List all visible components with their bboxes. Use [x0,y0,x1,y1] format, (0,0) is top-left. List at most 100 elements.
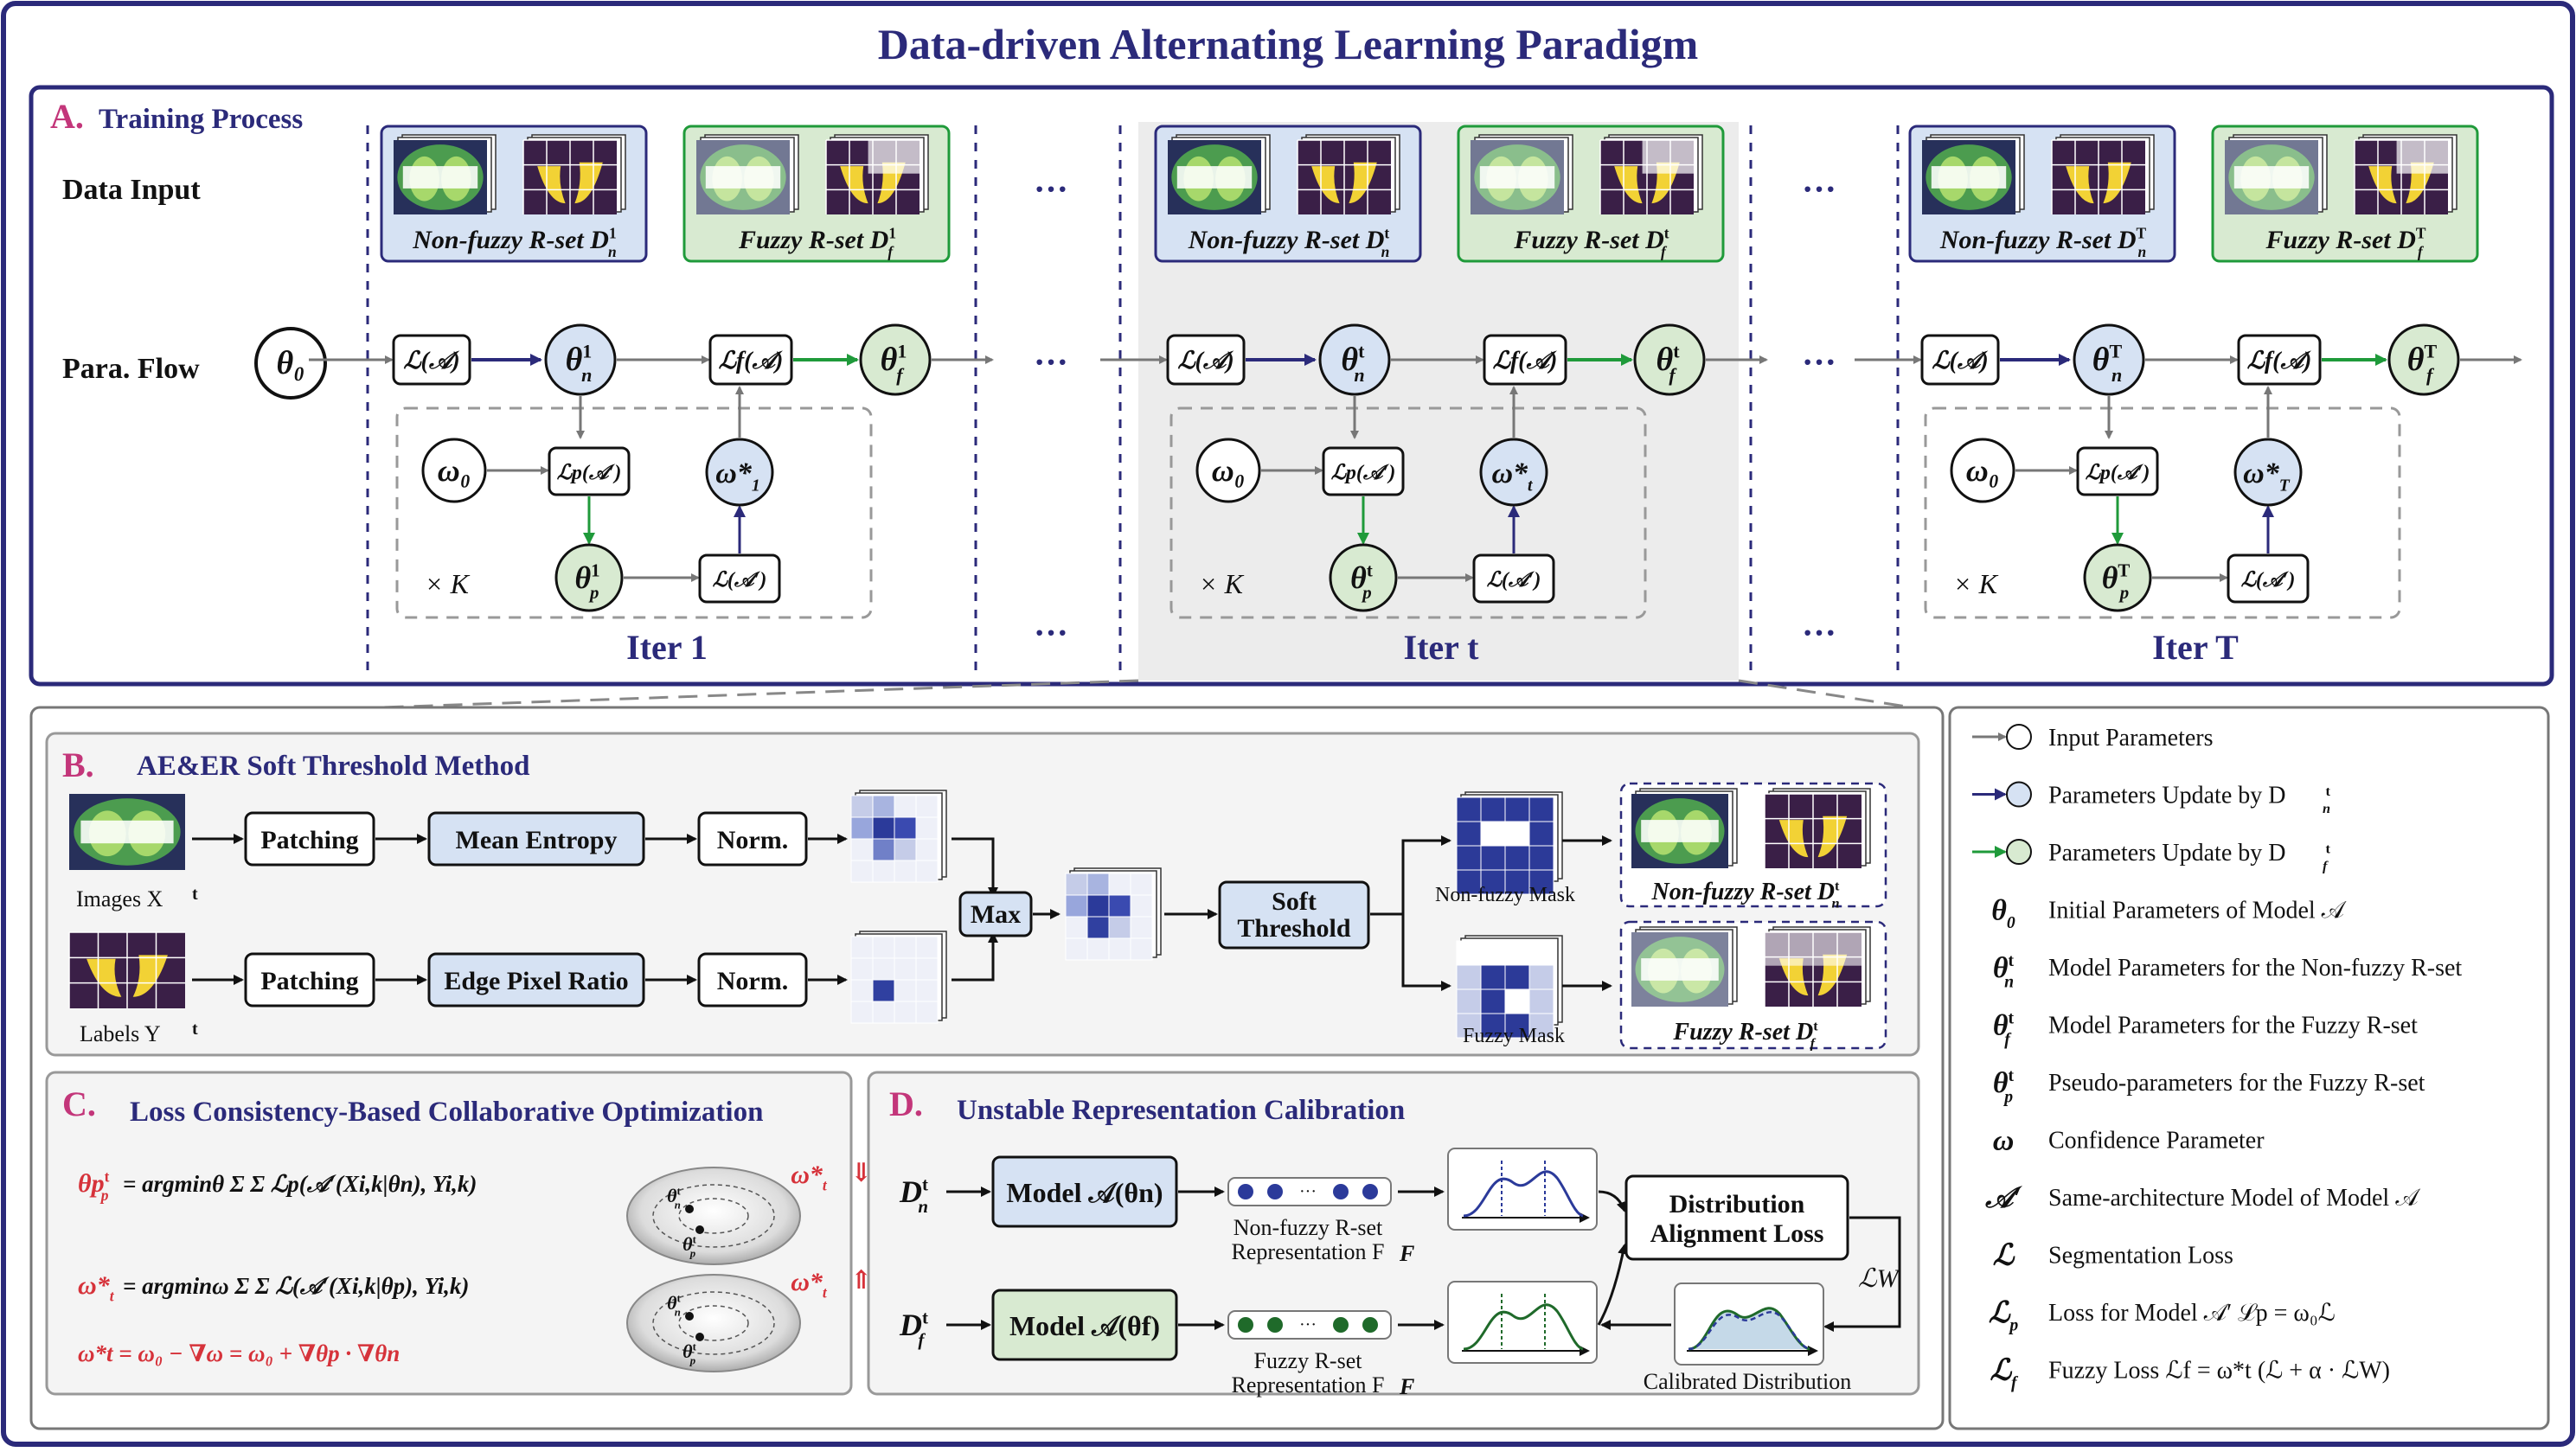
legend-text-2: Parameters Update by D [2048,840,2285,867]
theta0-text: θ₀ [277,345,305,381]
images-label: Images X [76,886,163,911]
dal-text-1: Distribution [1669,1190,1805,1219]
landscape-omega: ω*t [791,1161,828,1193]
fuzzy-veil [1471,140,1564,214]
f-rset-ct [1631,932,1728,1007]
nf-mask-grid [1456,796,1554,895]
omega0-text: ω₀ [438,453,471,488]
legend-text-10: Loss for Model 𝒜′ ℒp = ω₀ℒ [2048,1300,2336,1327]
iter-label: Iter t [1404,628,1480,667]
calibrated-label: Calibrated Distribution [1644,1369,1851,1394]
theta-n-point [685,1312,694,1321]
labels-label: Labels Y [80,1021,161,1046]
ct-image-fuzzy [1471,140,1564,214]
grid-cell [1504,845,1530,871]
f-rset-label-stack [1764,926,1871,1007]
grid-cell [850,816,874,840]
arrow-to-max-bottom [952,932,998,982]
grid-cell [1480,940,1506,966]
rep-label-1-n: Non-fuzzy R-set [1234,1215,1383,1240]
landscape-contour-1 [652,1291,775,1355]
grid-cell [915,860,939,883]
omega0-text: ω₀ [1212,453,1246,488]
dal-text-2: Alignment Loss [1650,1219,1824,1248]
grid-cell [1528,1013,1554,1039]
grid-cell [1086,916,1110,939]
iter-label: Iter T [2152,628,2239,667]
model-box-f [991,1289,1178,1361]
norm-text-1: Norm. [717,967,788,995]
omega-star-text: ω*t [1491,457,1533,496]
grid-cell [872,1001,895,1024]
ct-image-fuzzy [2225,140,2318,214]
input-ct-image [69,794,185,870]
ellipsis-6: ··· [1802,613,1836,652]
arrow-to-f-mask [1401,914,1451,991]
rep-box-n [1227,1177,1392,1206]
rep-dot-0 [1238,1184,1253,1199]
nonfuzzy-label-stack [522,134,626,214]
nf-rset-ct [1631,794,1728,868]
panel-b-title: AE&ER Soft Threshold Method [137,751,529,782]
loss-prime-box [698,553,781,604]
max-grid [1065,873,1153,961]
soft-threshold-box [1218,880,1370,950]
arrow-f-to-dal [1597,1244,1628,1326]
metric-text-1: Edge Pixel Ratio [444,967,628,995]
legend-frame [1948,706,2550,1430]
ct-mask [1641,820,1719,842]
grid-cell [1456,796,1482,822]
legend-symbol-11: ℒf [1990,1355,2019,1393]
fuzzy-veil [1631,932,1728,1007]
rep-label-F-f: F [1399,1374,1414,1399]
arrow-nf-to-dal [1598,1190,1627,1212]
grid-cell [915,838,939,861]
grid-cell [850,936,874,959]
f-mask-stack [1456,935,1563,1039]
k-loop-box [395,406,873,619]
rep-dot-2 [1333,1184,1349,1199]
grid-cell [1086,937,1110,961]
theta-p-node [2083,543,2152,612]
grid-cell [1480,964,1506,990]
grid-cell [872,795,895,818]
lw-label: ℒW [1858,1264,1901,1293]
fuzzy-ct-stack [1471,134,1573,214]
grid-cell [894,1001,917,1024]
norm-stack-0 [850,790,947,883]
arrow-dal-to-calibrated [1823,1216,1901,1332]
grid-cell [915,816,939,840]
rep-label-F-n: F [1399,1241,1414,1266]
omega0-node [1950,438,2015,503]
max-text: Max [971,900,1021,929]
f-mask-label: Fuzzy Mask [1463,1025,1565,1047]
grid-cell [1108,916,1131,939]
label-lung-r [2103,162,2131,204]
grid-cell [1528,869,1554,895]
rep-dot-2 [1333,1317,1349,1333]
omega-star-text: ω*T [2243,457,2291,496]
patching-text-0: Patching [260,826,358,854]
norm-stack-1 [850,931,947,1024]
grid-cell [1480,1013,1506,1039]
metric-text-0: Mean Entropy [456,826,618,854]
ct-image [394,140,487,214]
loss-pseudo-box [548,446,631,496]
grid-cell [850,957,874,981]
rep-dot-1 [1267,1184,1283,1199]
legend-text-11: Fuzzy Loss ℒf = ω*t (ℒ + α · ℒW) [2048,1358,2390,1385]
